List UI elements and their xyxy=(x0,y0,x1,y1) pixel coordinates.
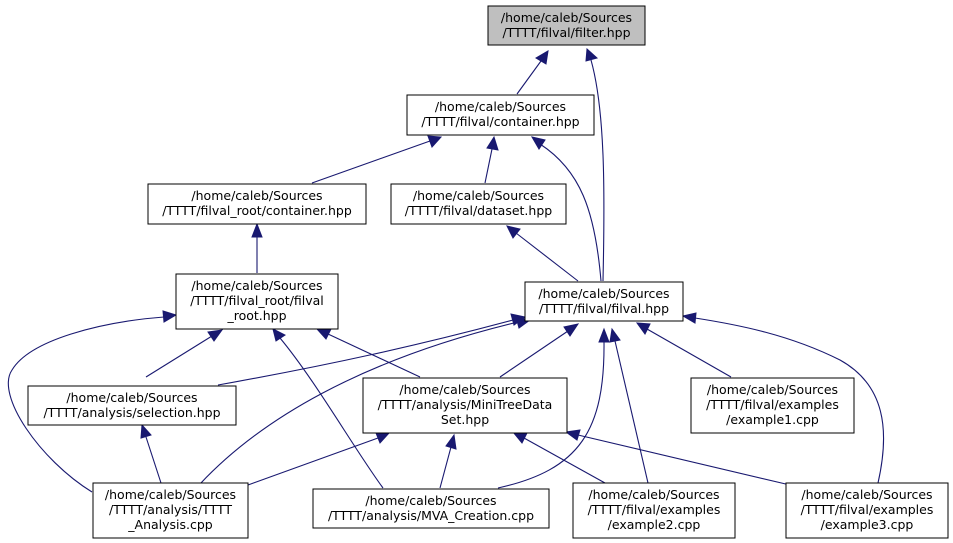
edge-dataset-to-container xyxy=(484,148,493,184)
node-example3-cpp[interactable]: /home/caleb/Sources /TTTT/filval/example… xyxy=(785,482,949,539)
edge-minitree-to-filval xyxy=(499,330,569,378)
edge-filval-to-dataset xyxy=(515,232,579,282)
node-example2-line3: /example2.cpp xyxy=(608,517,701,532)
node-example3-line3: /example3.cpp xyxy=(821,517,914,532)
edge-example3-to-minitree xyxy=(577,434,791,486)
node-minitree-hpp[interactable]: /home/caleb/Sources /TTTT/analysis/MiniT… xyxy=(362,377,568,434)
edge-example2-to-filval xyxy=(614,340,649,484)
edge-ttttanalysis-to-selection xyxy=(145,436,162,484)
node-root-container-line2: /TTTT/filval_root/container.hpp xyxy=(162,203,352,218)
node-filter-line1: /home/caleb/Sources xyxy=(501,10,632,25)
node-filval-root-line3: _root.hpp xyxy=(226,308,286,323)
node-example2-line1: /home/caleb/Sources xyxy=(588,487,719,502)
node-filter-line2: /TTTT/filval/filter.hpp xyxy=(502,25,630,40)
node-tttt-analysis-line3: _Analysis.cpp xyxy=(127,517,213,532)
node-root-container-hpp[interactable]: /home/caleb/Sources /TTTT/filval_root/co… xyxy=(147,183,367,225)
edge-ttttanalysis-to-minitree xyxy=(247,437,379,486)
node-filval-root-line2: /TTTT/filval_root/filval xyxy=(190,293,324,308)
node-selection-hpp[interactable]: /home/caleb/Sources /TTTT/analysis/selec… xyxy=(27,385,237,426)
edge-mva-to-minitree xyxy=(439,446,452,489)
graph-nodes: /home/caleb/Sources /TTTT/filval/filter.… xyxy=(27,5,949,539)
node-example3-line2: /TTTT/filval/examples xyxy=(801,502,934,517)
node-filval-root-hpp[interactable]: /home/caleb/Sources /TTTT/filval_root/fi… xyxy=(175,273,339,330)
node-example2-line2: /TTTT/filval/examples xyxy=(588,502,721,517)
node-filval-line1: /home/caleb/Sources xyxy=(538,286,669,301)
edge-ttttanalysis-to-filvalroot xyxy=(7,316,165,493)
node-container-line2: /TTTT/filval/container.hpp xyxy=(421,114,579,129)
node-dataset-hpp[interactable]: /home/caleb/Sources /TTTT/filval/dataset… xyxy=(390,183,567,225)
node-container-line1: /home/caleb/Sources xyxy=(435,99,566,114)
node-example1-cpp[interactable]: /home/caleb/Sources /TTTT/filval/example… xyxy=(690,377,855,434)
node-example1-line2: /TTTT/filval/examples xyxy=(706,397,839,412)
node-example1-line3: /example1.cpp xyxy=(726,412,819,427)
node-example1-line1: /home/caleb/Sources xyxy=(707,382,838,397)
node-example3-line1: /home/caleb/Sources xyxy=(801,487,932,502)
edge-mva-to-filvalroot xyxy=(279,337,384,489)
edge-rootcontainer-to-container xyxy=(311,140,431,184)
node-tttt-analysis-line2: /TTTT/analysis/TTTT xyxy=(109,502,232,517)
edge-filval-to-container xyxy=(539,143,602,282)
node-filval-root-line1: /home/caleb/Sources xyxy=(191,278,322,293)
edge-selection-to-filval xyxy=(217,319,514,386)
node-example2-cpp[interactable]: /home/caleb/Sources /TTTT/filval/example… xyxy=(572,482,736,539)
node-selection-line1: /home/caleb/Sources xyxy=(66,390,197,405)
edge-example3-to-filval xyxy=(694,317,885,484)
node-tttt-analysis-cpp[interactable]: /home/caleb/Sources /TTTT/analysis/TTTT … xyxy=(92,482,249,539)
node-filval-line2: /TTTT/filval/filval.hpp xyxy=(539,301,669,316)
node-minitree-line2: /TTTT/analysis/MiniTreeData xyxy=(378,397,553,412)
node-mva-line1: /home/caleb/Sources xyxy=(365,493,496,508)
node-mva-line2: /TTTT/analysis/MVA_Creation.cpp xyxy=(328,508,534,523)
node-minitree-line3: Set.hpp xyxy=(441,412,489,427)
node-dataset-line1: /home/caleb/Sources xyxy=(413,188,544,203)
node-filval-hpp[interactable]: /home/caleb/Sources /TTTT/filval/filval.… xyxy=(524,281,684,322)
node-mva-creation-cpp[interactable]: /home/caleb/Sources /TTTT/analysis/MVA_C… xyxy=(312,488,550,529)
node-selection-line2: /TTTT/analysis/selection.hpp xyxy=(43,405,220,420)
edge-filval-to-filter xyxy=(590,59,605,282)
edge-ttttanalysis-to-filval xyxy=(199,321,519,485)
node-root-container-line1: /home/caleb/Sources xyxy=(191,188,322,203)
graph-edges xyxy=(7,47,885,493)
edge-selection-to-filvalroot xyxy=(145,335,213,378)
node-minitree-line1: /home/caleb/Sources xyxy=(399,382,530,397)
node-tttt-analysis-line1: /home/caleb/Sources xyxy=(105,487,236,502)
edge-container-to-filter xyxy=(516,60,542,95)
node-container-hpp[interactable]: /home/caleb/Sources /TTTT/filval/contain… xyxy=(406,94,595,136)
edge-minitree-to-filvalroot xyxy=(327,333,421,378)
edge-example2-to-minitree xyxy=(523,437,606,484)
edge-example1-to-filval xyxy=(646,328,732,378)
edge-mva-to-filval xyxy=(497,340,605,489)
node-filter-hpp[interactable]: /home/caleb/Sources /TTTT/filval/filter.… xyxy=(487,5,646,46)
node-dataset-line2: /TTTT/filval/dataset.hpp xyxy=(405,203,552,218)
